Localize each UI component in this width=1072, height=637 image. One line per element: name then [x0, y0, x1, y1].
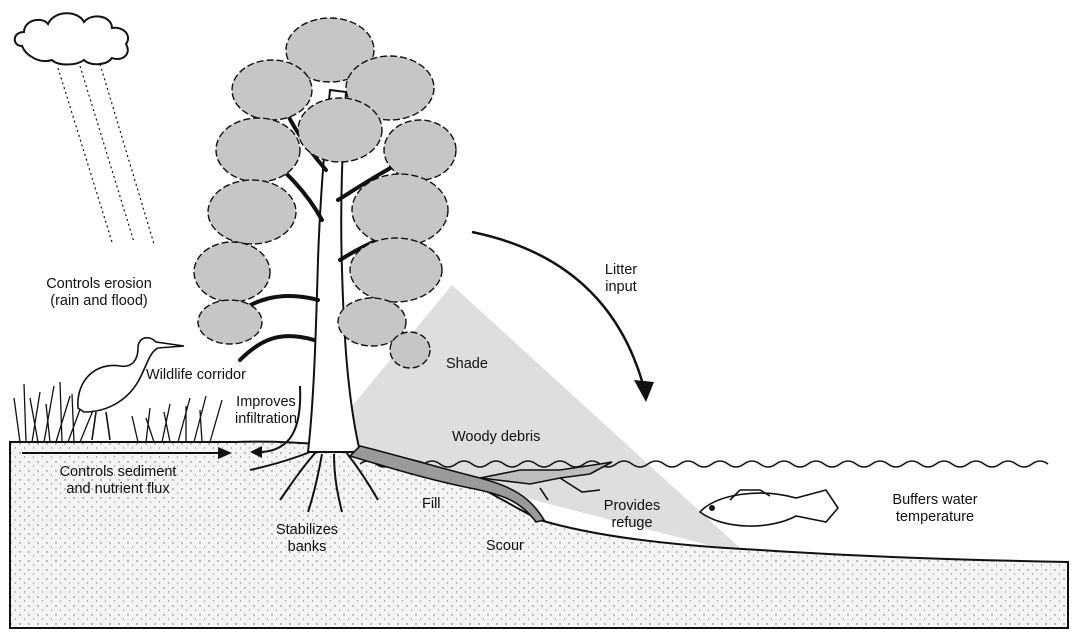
rain-icon	[58, 64, 154, 244]
label-wildlife-corridor: Wildlife corridor	[146, 367, 246, 384]
fish-icon	[700, 490, 838, 526]
label-line: Controls sediment	[38, 464, 198, 481]
label-buffers-water-temperature: Buffers water temperature	[880, 492, 990, 526]
label-line: Buffers water	[880, 492, 990, 509]
label-shade: Shade	[446, 356, 488, 373]
label-line: (rain and flood)	[14, 293, 184, 310]
label-improves-infiltration: Improves infiltration	[222, 394, 310, 428]
label-controls-sediment: Controls sediment and nutrient flux	[38, 464, 198, 498]
label-scour: Scour	[486, 538, 524, 555]
label-line: input	[596, 279, 646, 296]
arrow-head	[634, 380, 654, 402]
label-line: Controls erosion	[14, 276, 184, 293]
label-line: infiltration	[222, 411, 310, 428]
label-line: banks	[262, 539, 352, 556]
label-line: temperature	[880, 509, 990, 526]
label-line: refuge	[592, 515, 672, 532]
label-line: Provides	[592, 498, 672, 515]
label-line: Stabilizes	[262, 522, 352, 539]
label-fill: Fill	[422, 496, 441, 513]
heron-icon	[78, 338, 184, 440]
label-controls-erosion: Controls erosion (rain and flood)	[14, 276, 184, 310]
label-line: Improves	[222, 394, 310, 411]
label-line: and nutrient flux	[38, 481, 198, 498]
label-woody-debris: Woody debris	[452, 429, 540, 446]
label-litter-input: Litter input	[596, 262, 646, 296]
label-line: Litter	[596, 262, 646, 279]
label-provides-refuge: Provides refuge	[592, 498, 672, 532]
label-stabilizes-banks: Stabilizes banks	[262, 522, 352, 556]
cloud-icon	[15, 13, 128, 64]
